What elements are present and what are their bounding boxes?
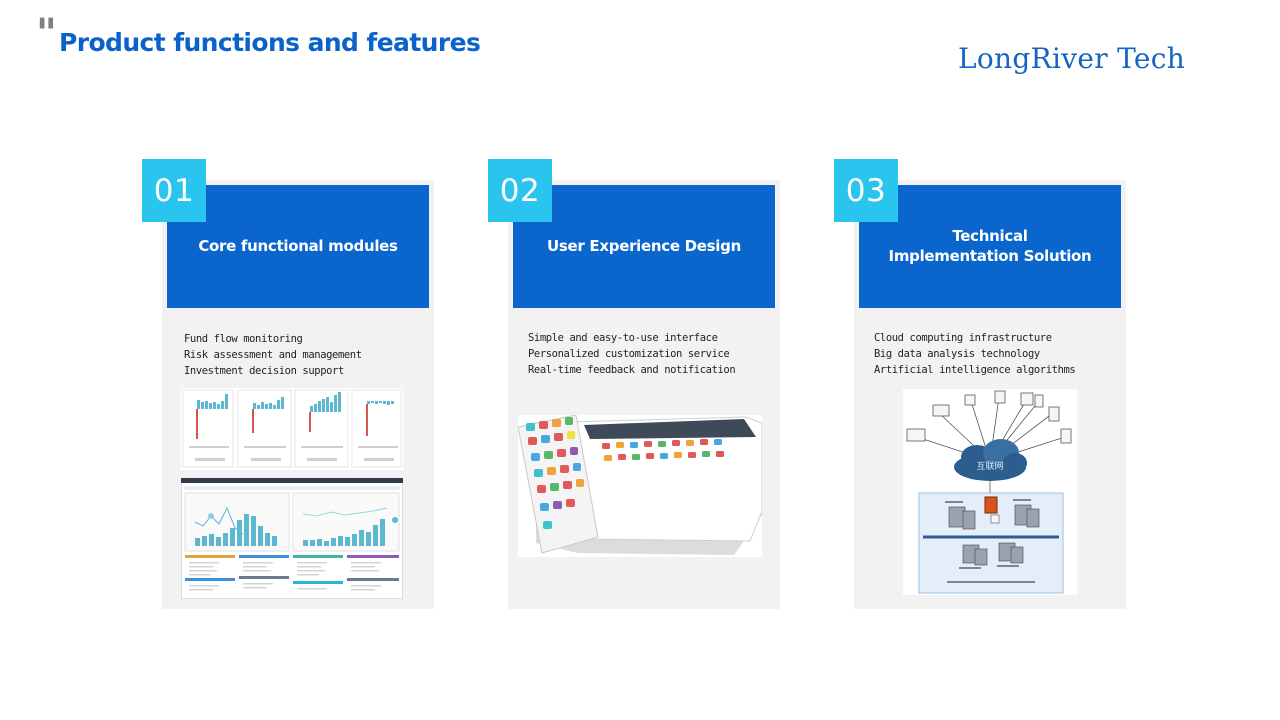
bullet-item: Artificial intelligence algorithms xyxy=(874,364,1076,376)
cloud-label: 互联网 xyxy=(976,461,1003,472)
bullet-list: Fund flow monitoring Risk assessment and… xyxy=(184,331,362,379)
bullet-item: Big data analysis technology xyxy=(874,348,1040,360)
bullet-item: Real-time feedback and notification xyxy=(528,364,736,376)
dashboard-charts-image xyxy=(181,388,403,470)
app-interface-image xyxy=(518,415,762,557)
number-badge: 01 xyxy=(142,159,206,222)
quote-mark-icon: " xyxy=(36,11,57,57)
card-heading: Core functional modules xyxy=(198,236,398,255)
feature-card-1: Core functional modules 01 Fund flow mon… xyxy=(142,159,434,609)
card-heading-box: User Experience Design 02 xyxy=(488,159,775,308)
bullet-item: Investment decision support xyxy=(184,365,344,377)
feature-card-3: Technical Implementation Solution 03 Clo… xyxy=(834,159,1126,609)
bullet-item: Cloud computing infrastructure xyxy=(874,332,1052,344)
page-title: Product functions and features xyxy=(59,28,481,57)
card-heading: Technical Implementation Solution xyxy=(888,227,1092,265)
bullet-item: Risk assessment and management xyxy=(184,349,362,361)
bullet-list: Cloud computing infrastructure Big data … xyxy=(874,330,1076,378)
network-architecture-diagram: 互联网 xyxy=(903,389,1077,595)
bullet-item: Simple and easy-to-use interface xyxy=(528,332,718,344)
bullet-list: Simple and easy-to-use interface Persona… xyxy=(528,330,736,378)
card-heading-box: Core functional modules 01 xyxy=(142,159,429,308)
card-heading: User Experience Design xyxy=(547,236,741,255)
card-heading-box: Technical Implementation Solution 03 xyxy=(834,159,1121,308)
bullet-item: Personalized customization service xyxy=(528,348,730,360)
bullet-item: Fund flow monitoring xyxy=(184,333,303,345)
cloud-icon xyxy=(954,439,1027,481)
number-badge: 02 xyxy=(488,159,552,222)
brand-name: LongRiver Tech xyxy=(958,42,1186,75)
dashboard-screenshot-image xyxy=(181,478,403,599)
number-badge: 03 xyxy=(834,159,898,222)
feature-card-2: User Experience Design 02 Simple and eas… xyxy=(488,159,780,609)
